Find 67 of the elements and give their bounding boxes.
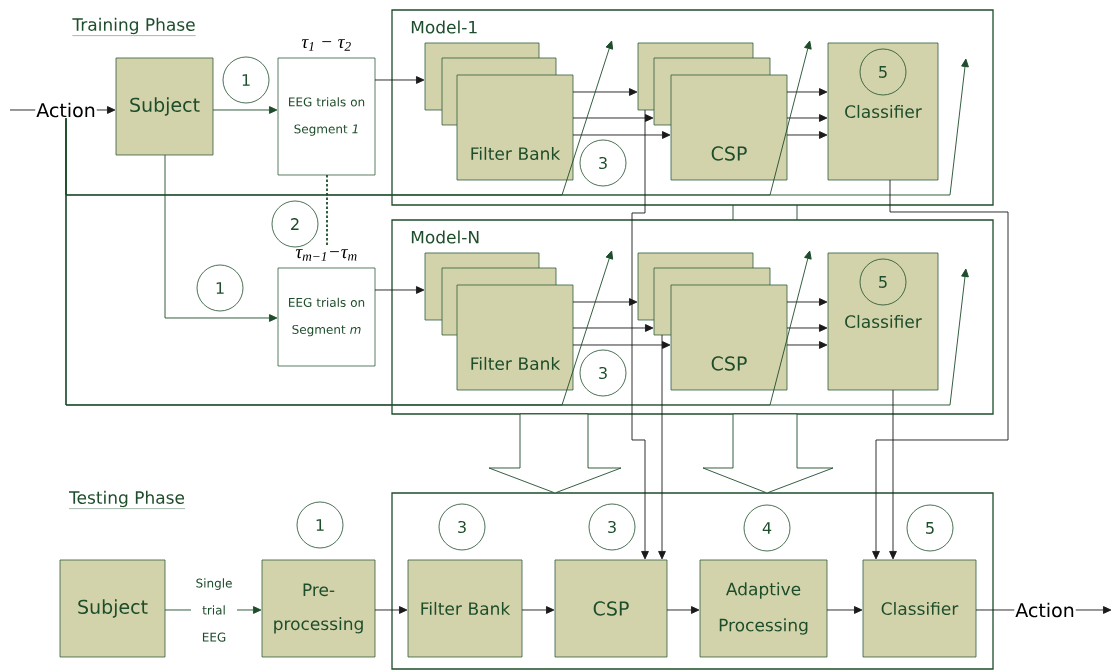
arrow [164, 154, 278, 322]
arrow [889, 389, 897, 560]
arrow [572, 88, 638, 96]
arrow [572, 341, 671, 349]
arrow [826, 606, 863, 614]
arrow [658, 334, 666, 560]
process-box: Filter Bank [407, 559, 523, 658]
arrow [521, 606, 555, 614]
arrow [786, 298, 828, 306]
arrow [572, 324, 654, 332]
process-box: Filter Bank [456, 74, 574, 181]
process-box: Pre-processing [261, 559, 376, 658]
arrow [786, 131, 828, 139]
time-interval-label: τ$_{m−1}$−τ$_{m}$ [295, 249, 357, 261]
arrow [1075, 606, 1112, 614]
arrow [572, 114, 654, 122]
time-interval-label: τ$_{1}$ − τ$_{2}$ [301, 39, 351, 51]
arrow [212, 106, 278, 114]
process-box: Subject [59, 559, 166, 658]
arrow [96, 106, 116, 114]
step-number: 1 [296, 501, 344, 549]
step-number: 3 [579, 349, 627, 397]
step-number: 3 [579, 139, 627, 187]
arrow [872, 179, 1009, 560]
segment-box: EEG trials on Segment m [277, 267, 376, 367]
edge-label: Single trial EEG [191, 577, 237, 643]
step-number: 5 [859, 48, 907, 96]
arrow [65, 58, 969, 196]
dotted-line [326, 174, 328, 247]
connector-line [732, 204, 798, 221]
process-box: Adaptive Processing [699, 559, 828, 658]
arrow [786, 324, 828, 332]
process-box: CSP [554, 559, 668, 658]
step-number: 1 [222, 56, 270, 104]
step-number: 5 [906, 504, 954, 552]
section-title: Testing Phase [68, 490, 186, 509]
section-title: Training Phase [72, 17, 196, 36]
process-box: CSP [670, 74, 788, 181]
arrow [631, 109, 649, 560]
step-number: 5 [859, 258, 907, 306]
connector-line [9, 109, 36, 111]
step-number: 1 [196, 264, 244, 312]
arrow [374, 606, 408, 614]
arrow [786, 88, 828, 96]
arrow [786, 341, 828, 349]
block-arrow [702, 413, 834, 494]
step-number: 2 [271, 200, 319, 248]
arrow [572, 298, 638, 306]
process-box: CSP [670, 284, 788, 391]
arrow [572, 131, 671, 139]
arrow [374, 286, 425, 294]
step-number: 4 [743, 504, 791, 552]
arrow [374, 76, 425, 84]
action-label: Action [36, 102, 95, 118]
arrow [65, 117, 969, 406]
segment-box: EEG trials on Segment 1 [277, 57, 376, 176]
step-number: 3 [588, 503, 636, 551]
action-label: Action [1015, 602, 1074, 618]
arrow [786, 114, 828, 122]
step-number: 3 [438, 503, 486, 551]
block-arrow [488, 413, 622, 494]
process-box: Filter Bank [456, 284, 574, 391]
connector-line [975, 609, 1015, 611]
arrow [666, 606, 700, 614]
process-box: Subject [115, 57, 214, 156]
process-box: Classifier [862, 559, 977, 658]
phase-frame [391, 492, 994, 670]
